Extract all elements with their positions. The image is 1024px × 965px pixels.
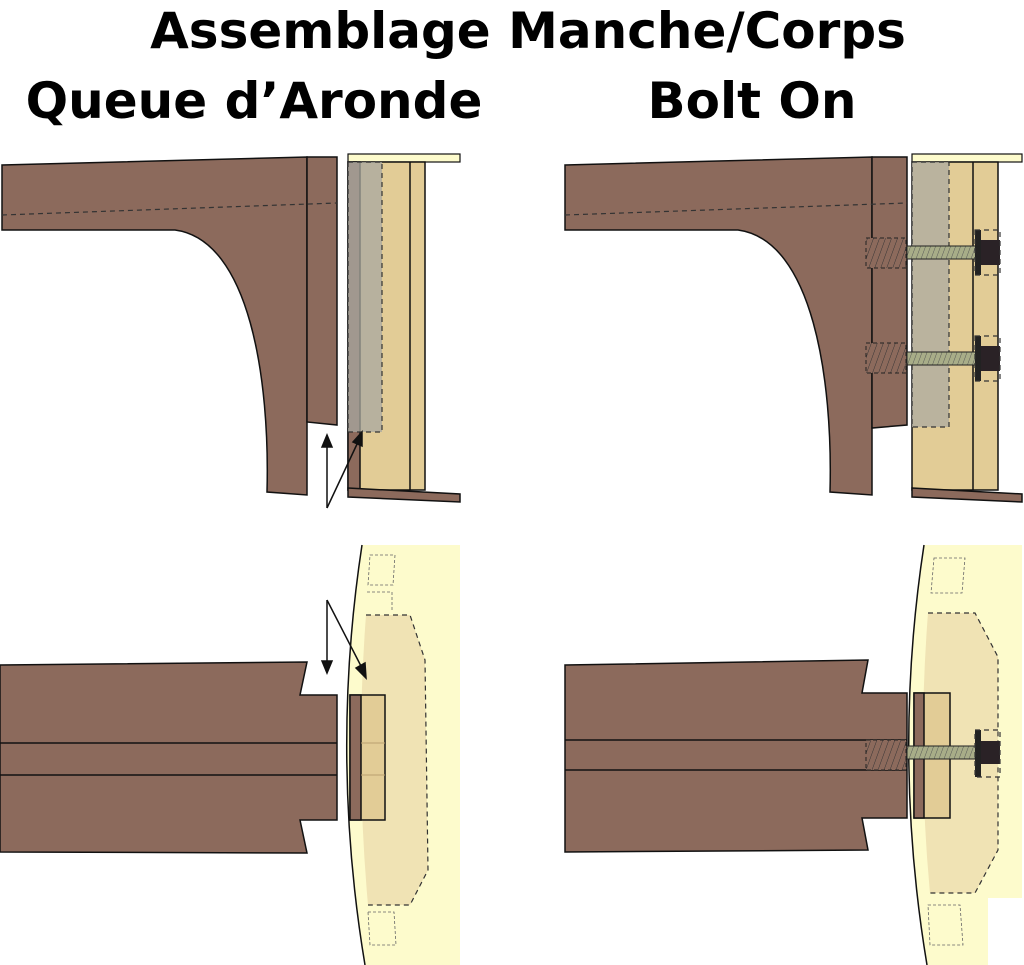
neck-heel <box>1 156 308 496</box>
bolt-on-side-view <box>564 153 1023 503</box>
arrow-icon <box>320 599 367 680</box>
neck-heel <box>564 156 873 496</box>
mortise <box>348 162 382 432</box>
back <box>347 487 461 503</box>
arrow-icon <box>320 430 363 509</box>
mortise <box>912 162 949 427</box>
neck <box>564 659 908 853</box>
threaded-insert <box>865 739 907 771</box>
main-title: Assemblage Manche/Corps <box>150 2 906 60</box>
bolt-icon <box>906 729 1001 778</box>
back <box>911 487 1023 503</box>
neck-tenon <box>871 156 908 429</box>
soundboard <box>347 153 461 163</box>
bolt-icon <box>865 229 1001 276</box>
dovetail-top-view <box>0 544 460 965</box>
dovetail-side-view <box>1 153 461 509</box>
dovetail-tenon <box>306 156 338 426</box>
bolt-on-heading: Bolt On <box>647 72 856 130</box>
soundboard <box>911 153 1023 163</box>
dovetail-heading: Queue d’Aronde <box>26 72 483 130</box>
bolt-icon <box>865 335 1001 382</box>
bolt-on-top-view <box>564 544 1022 965</box>
neck <box>0 661 338 854</box>
